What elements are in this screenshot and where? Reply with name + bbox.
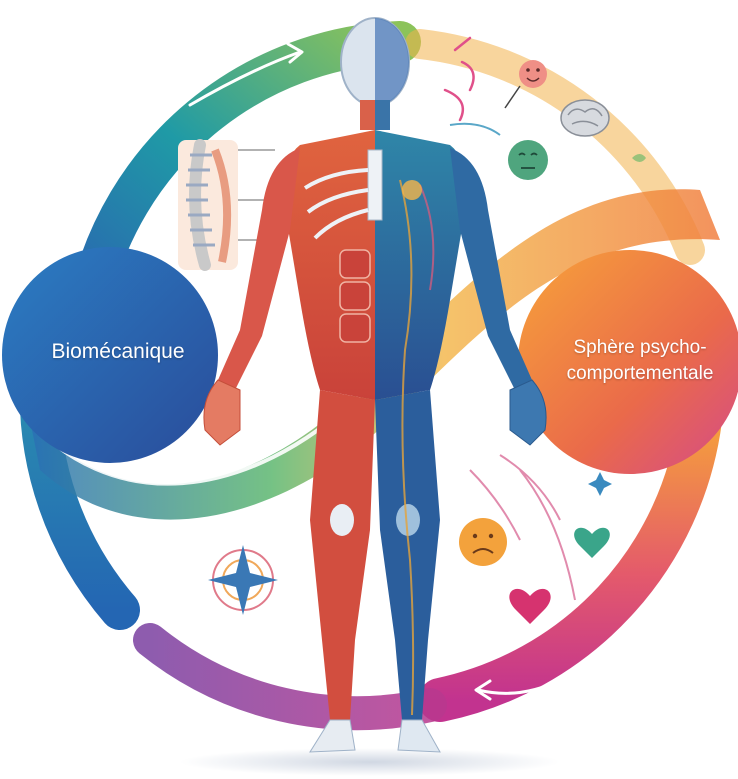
psycho-label-line2: comportementale: [540, 361, 738, 387]
happy-face-icon: [519, 60, 547, 88]
sad-face-icon: [459, 518, 507, 566]
compass-star-icon: [208, 545, 278, 615]
psycho-label: Sphère psycho- comportementale: [540, 335, 738, 387]
ring-bottom-arc: [150, 640, 430, 713]
sparkle-icon: [588, 472, 612, 496]
heart-icon: [574, 528, 610, 558]
heart-icon-pink: [509, 589, 550, 624]
neutral-face-icon: [508, 140, 548, 180]
brain-icon: [561, 100, 609, 136]
ground-shadow: [180, 748, 560, 776]
biomecanique-label: Biomécanique: [18, 340, 218, 364]
happy-face-stem: [505, 86, 520, 108]
decorative-stroke-blue: [450, 124, 500, 135]
psycho-label-line1: Sphère psycho-: [540, 335, 738, 361]
arrow-head-bottom-left: [138, 582, 152, 600]
human-figure: [204, 18, 546, 752]
